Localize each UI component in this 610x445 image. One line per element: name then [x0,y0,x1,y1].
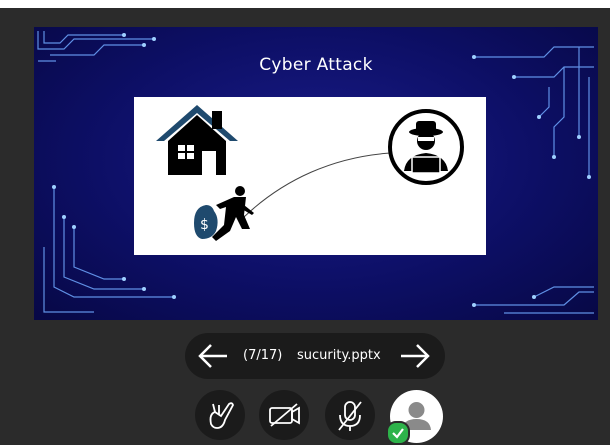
thief-icon: $ [194,186,254,241]
slide-navigation: (7/17) sucurity.pptx [185,333,445,379]
slide-title: Cyber Attack [259,55,373,75]
user-avatar[interactable] [390,390,443,443]
slide-counter: (7/17) [243,348,283,363]
file-name: sucurity.pptx [297,348,381,363]
house-icon [156,105,238,175]
hand-pen-icon [209,402,234,429]
arrow-left-icon[interactable] [197,343,229,369]
camera-off-icon [269,403,300,427]
camera-toggle-button[interactable] [259,390,309,440]
annotate-button[interactable] [195,390,245,440]
top-strip [0,0,610,8]
svg-text:$: $ [200,217,209,233]
mic-off-icon [338,401,362,431]
check-icon [386,421,410,445]
slide-picture: $ [134,97,486,255]
mic-toggle-button[interactable] [325,390,375,440]
arrow-right-icon[interactable] [399,343,431,369]
attack-path-line [243,152,391,218]
hacker-icon [388,109,464,185]
circuit-decoration [37,31,594,314]
slide-stage: Cyber Attack $ [34,27,598,320]
